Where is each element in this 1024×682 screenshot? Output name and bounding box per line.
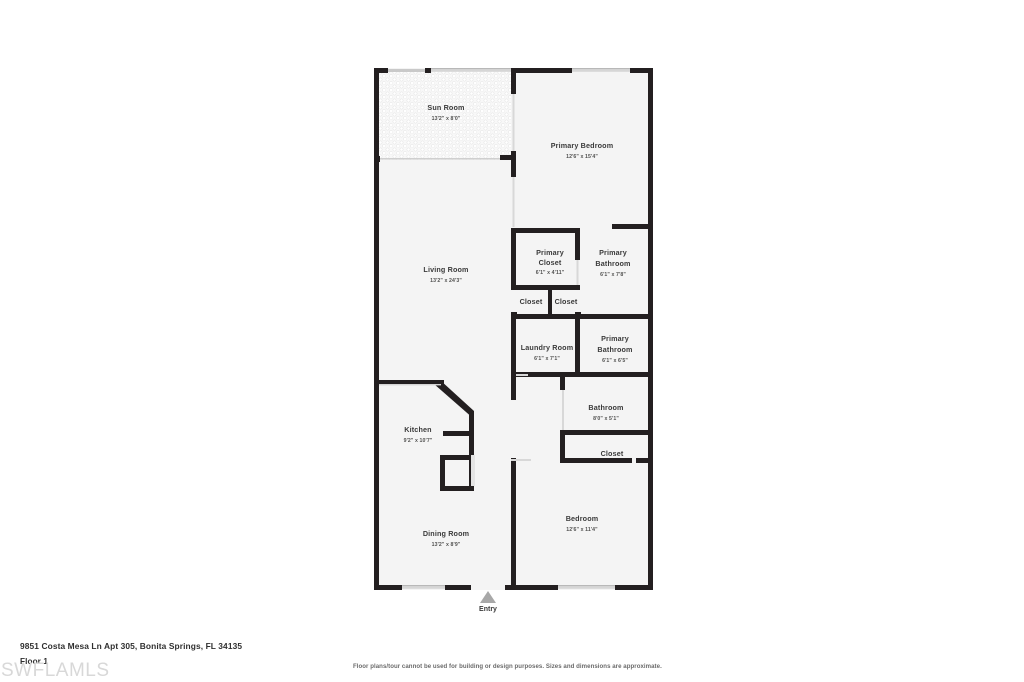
room-label-primary-bedroom: Primary Bedroom bbox=[551, 141, 614, 150]
room-label-bathroom: Bathroom bbox=[588, 403, 623, 412]
room-labels: Sun Room 13'2" x 8'0" Primary Bedroom 12… bbox=[404, 103, 633, 548]
room-dims-bedroom: 12'6" x 11'4" bbox=[566, 527, 598, 533]
room-label-bedroom: Bedroom bbox=[566, 514, 599, 523]
room-label-kitchen: Kitchen bbox=[404, 425, 431, 434]
room-label-closet-c: Closet bbox=[601, 449, 624, 458]
room-dims-sun-room: 13'2" x 8'0" bbox=[432, 116, 461, 122]
entry-marker bbox=[480, 591, 496, 603]
room-dims-dining-room: 13'2" x 8'9" bbox=[432, 542, 461, 548]
property-address: 9851 Costa Mesa Ln Apt 305, Bonita Sprin… bbox=[20, 641, 243, 651]
room-dims-primary-bathroom-1: 6'1" x 7'8" bbox=[600, 272, 626, 278]
interior-walls bbox=[374, 68, 653, 588]
disclaimer-text: Floor plans/tour cannot be used for buil… bbox=[353, 663, 662, 670]
floor-label: Floor 1 bbox=[20, 657, 48, 666]
room-dims-primary-closet: 6'1" x 4'11" bbox=[536, 270, 565, 276]
room-label-closet-b: Closet bbox=[555, 297, 578, 306]
room-label-laundry-room: Laundry Room bbox=[521, 343, 574, 352]
room-label-primary-closet-2: Closet bbox=[539, 258, 562, 267]
room-label-primary-bathroom-2: Primary bbox=[601, 334, 629, 343]
room-dims-bathroom: 8'0" x 5'1" bbox=[593, 416, 619, 422]
room-dims-laundry-room: 6'1" x 7'1" bbox=[534, 356, 560, 362]
room-dims-primary-bathroom-2: 6'1" x 6'5" bbox=[602, 358, 628, 364]
exterior-walls bbox=[374, 68, 653, 590]
room-label-primary-bathroom-1b: Bathroom bbox=[595, 259, 630, 268]
sun-room-floor bbox=[377, 70, 511, 160]
room-dims-kitchen: 9'2" x 10'7" bbox=[404, 438, 433, 444]
room-label-sun-room: Sun Room bbox=[427, 103, 464, 112]
room-label-dining-room: Dining Room bbox=[423, 529, 469, 538]
room-label-closet-a: Closet bbox=[520, 297, 543, 306]
entry-label: Entry bbox=[479, 606, 497, 613]
room-label-primary-closet: Primary bbox=[536, 248, 564, 257]
room-label-living-room: Living Room bbox=[423, 265, 468, 274]
room-label-primary-bathroom-2b: Bathroom bbox=[597, 345, 632, 354]
room-dims-primary-bedroom: 12'6" x 15'4" bbox=[566, 154, 598, 160]
room-label-primary-bathroom-1: Primary bbox=[599, 248, 627, 257]
room-dims-living-room: 13'2" x 24'3" bbox=[430, 278, 462, 284]
